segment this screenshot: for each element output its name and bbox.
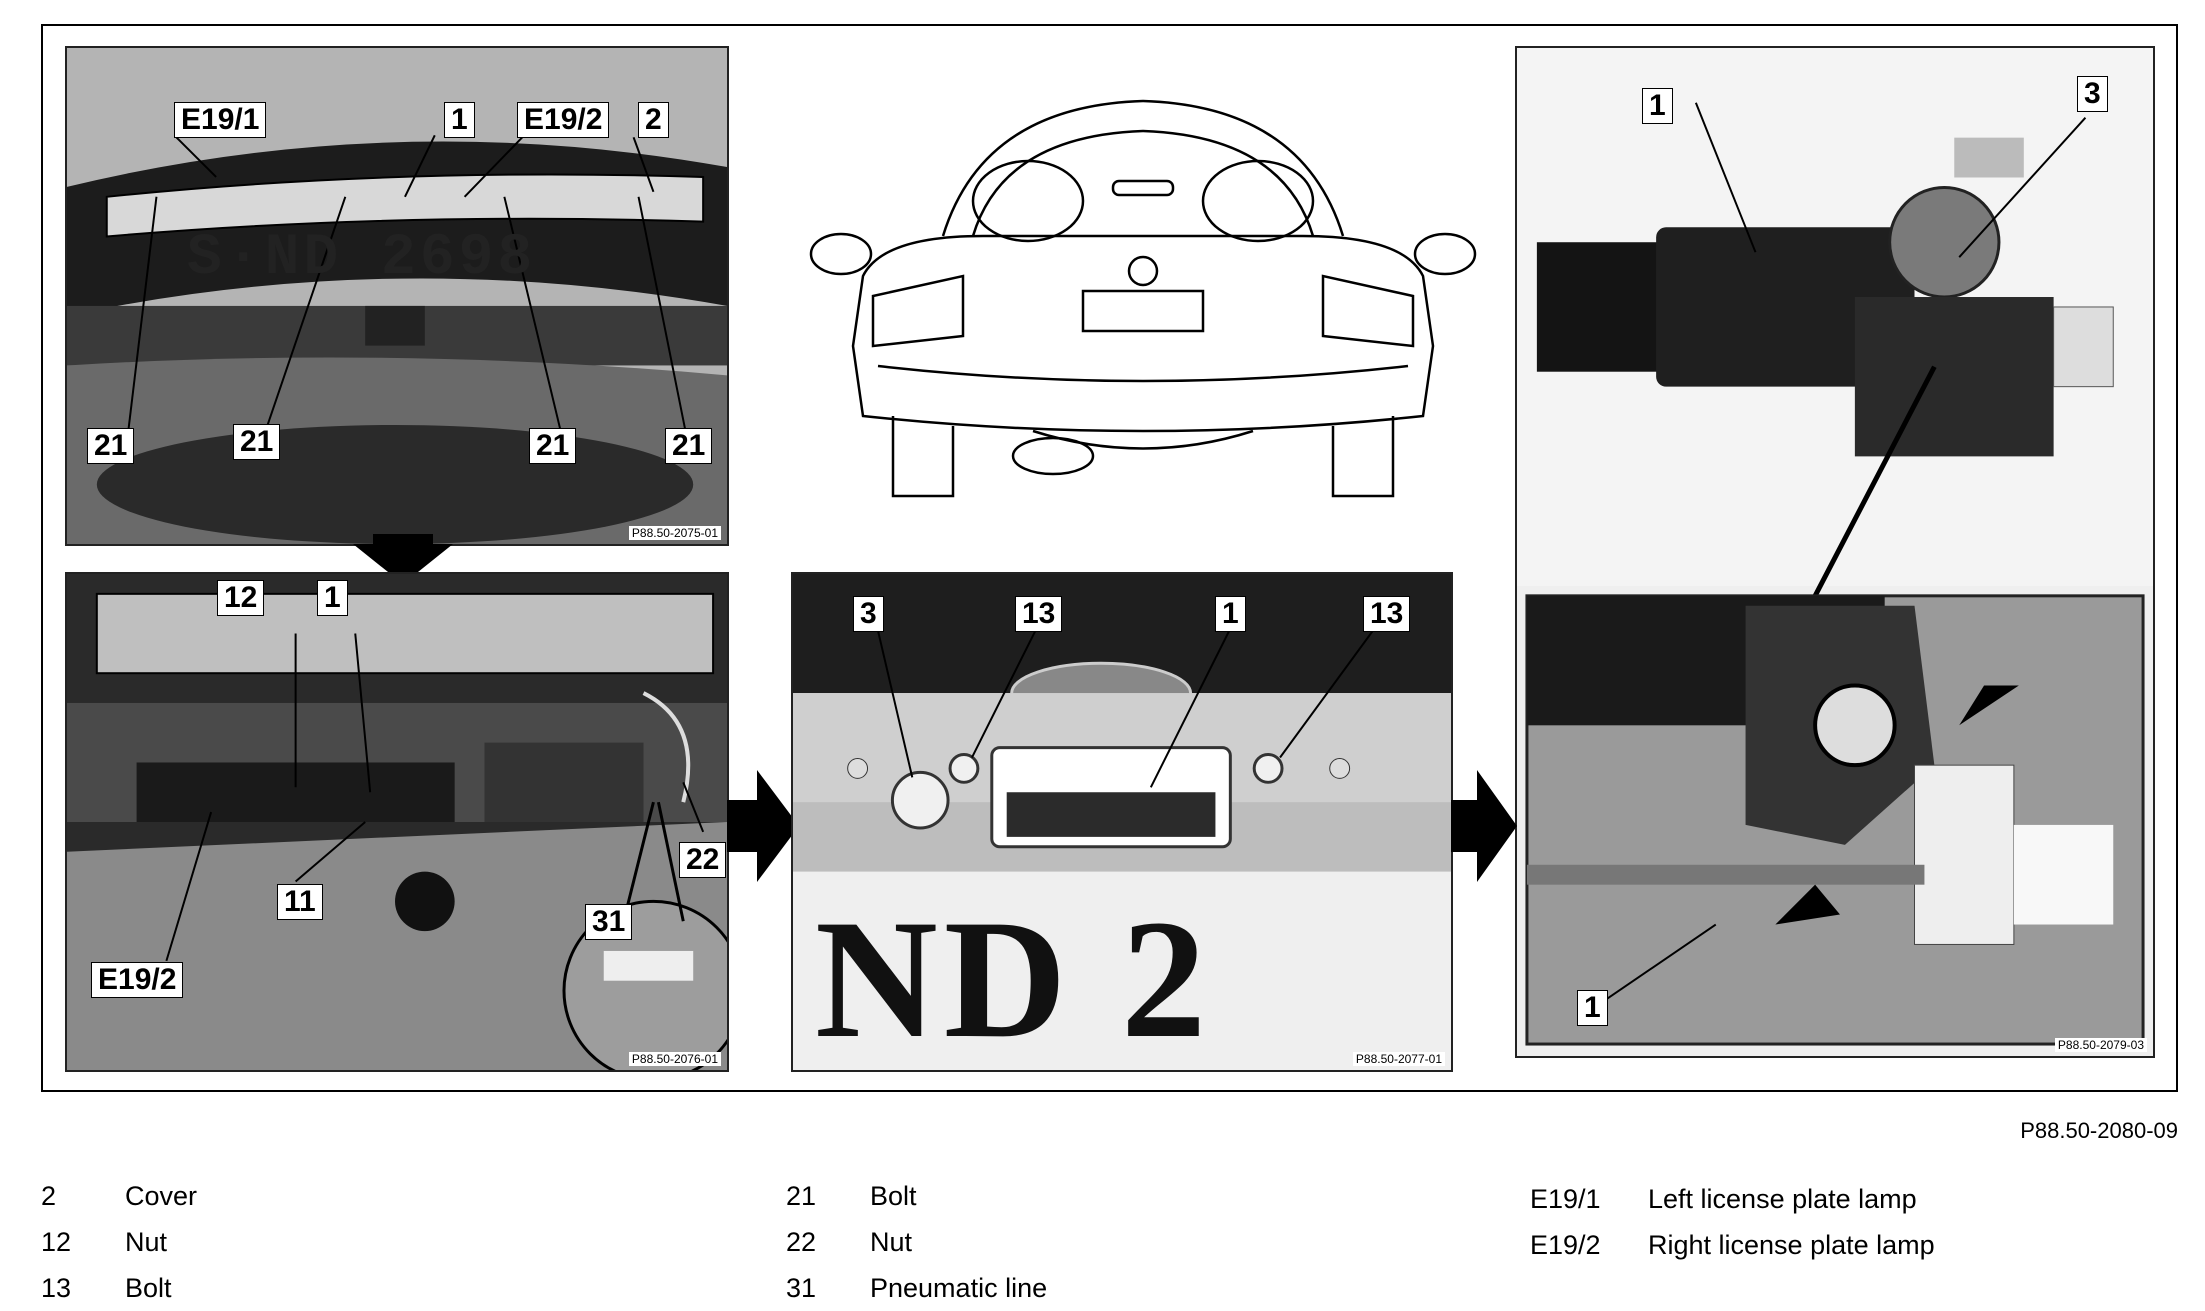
down-arrow-icon [353,534,453,584]
callout-2: 2 [638,102,669,138]
photo-code: P88.50-2075-01 [628,526,721,540]
legend-label: Left license plate lamp [1648,1183,1917,1214]
callout-13-b: 13 [1363,596,1411,632]
legend-item: 31 Pneumatic line [786,1265,1047,1311]
callout-e19-2: E19/2 [517,102,610,138]
legend-item: E19/2 Right license plate lamp [1530,1222,1935,1268]
callout-1: 1 [317,580,348,616]
legend-number: 31 [786,1272,817,1303]
legend-label: Bolt [870,1180,917,1211]
legend-item: E19/1 Left license plate lamp [1530,1176,1935,1222]
panel-bottom-middle: ND 2 3 13 1 13 P88.50-2077-01 [791,572,1453,1072]
callout-1-detail: 1 [1577,990,1608,1026]
panel-top-left: S·ND 2698 E19/1 1 E19/2 2 21 21 21 21 P8… [65,46,729,546]
panel-top-middle [783,76,1503,546]
actuator-photo [1517,48,2153,1046]
callout-3: 3 [2077,76,2108,112]
trunk-handle-photo [793,574,1451,1070]
legend-label: Pneumatic line [870,1272,1048,1303]
legend-label: Nut [870,1226,913,1257]
legend-number: 21 [786,1180,817,1211]
legend-number: E19/2 [1530,1229,1601,1260]
trunk-lid-photo [67,48,727,544]
callout-1: 1 [1642,88,1673,124]
legend-number: E19/1 [1530,1183,1601,1214]
legend-item: 13 Bolt [41,1265,197,1311]
callout-21-d: 21 [665,428,713,464]
callout-11: 11 [277,884,323,920]
legend-column-2: 21 Bolt 22 Nut 31 Pneumatic line [786,1173,1047,1311]
legend-item: 21 Bolt [786,1173,1047,1219]
vehicle-rear-drawing [809,99,1477,498]
panel-bottom-left: 12 1 11 22 31 E19/2 P88.50-2076-01 [65,572,729,1072]
photo-code: P88.50-2077-01 [1352,1052,1445,1066]
callout-1: 1 [444,102,475,138]
legend-item: 12 Nut [41,1219,197,1265]
callout-31: 31 [585,904,633,940]
callout-22: 22 [679,842,727,878]
legend-number: 13 [41,1272,72,1303]
legend-number: 12 [41,1226,72,1257]
callout-e19-1: E19/1 [174,102,267,138]
legend-item: 22 Nut [786,1219,1047,1265]
panel-top-right: 1 3 1 P88.50-2079-03 [1515,46,2155,1058]
callout-21-b: 21 [233,424,281,460]
legend-column-1: 2 Cover 12 Nut 13 Bolt [41,1173,197,1311]
callout-e19-2: E19/2 [91,962,184,998]
legend-item: 2 Cover [41,1173,197,1219]
legend-number: 2 [41,1180,57,1211]
photo-code: P88.50-2079-03 [2054,1038,2147,1052]
right-arrow-icon [727,770,799,882]
callout-21-c: 21 [529,428,577,464]
license-plate-text: S·ND 2698 [187,226,537,291]
figure-frame: S·ND 2698 E19/1 1 E19/2 2 21 21 21 21 P8… [41,24,2178,1092]
legend-label: Bolt [125,1272,172,1303]
legend-number: 22 [786,1226,817,1257]
legend-column-3: E19/1 Left license plate lamp E19/2 Righ… [1530,1176,1935,1268]
callout-1: 1 [1215,596,1246,632]
legend-label: Cover [125,1180,198,1211]
figure-reference: P88.50-2080-09 [2020,1118,2178,1143]
callout-3: 3 [853,596,884,632]
photo-code: P88.50-2076-01 [628,1052,721,1066]
callout-12: 12 [217,580,265,616]
right-arrow-icon [1451,770,1517,882]
callout-21-a: 21 [87,428,135,464]
legend-label: Nut [125,1226,168,1257]
legend-label: Right license plate lamp [1648,1229,1935,1260]
callout-13-a: 13 [1015,596,1063,632]
license-plate-text: ND 2 [815,885,1213,1072]
